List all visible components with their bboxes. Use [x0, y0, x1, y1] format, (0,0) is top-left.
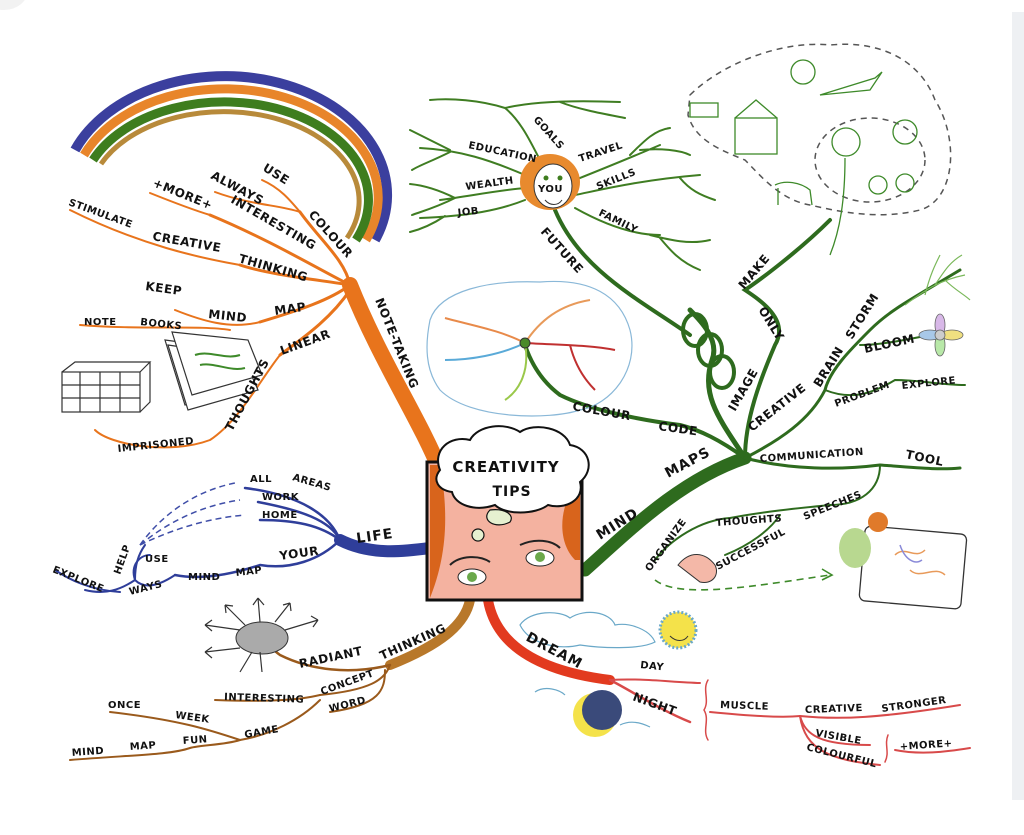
label-goals: GOALS — [531, 115, 566, 152]
branch-dream — [483, 595, 971, 766]
label-creative: CREATIVE — [151, 229, 222, 255]
label-fun: FUN — [182, 734, 208, 747]
presenter-illustration — [839, 512, 968, 610]
branch-note-taking — [69, 179, 448, 478]
branch-life — [54, 486, 436, 593]
label-bloom: BLOOM — [863, 331, 916, 355]
label-more: +MORE+ — [151, 176, 215, 213]
label-week: WEEK — [175, 710, 211, 726]
label-night: NIGHT — [631, 690, 679, 719]
label-map: MAP — [273, 300, 306, 318]
thought-cloud — [435, 425, 590, 514]
label-more: +MORE+ — [899, 738, 952, 753]
label-game: GAME — [244, 724, 280, 741]
label-explore: EXPLORE — [51, 565, 106, 596]
label-education: EDUCATION — [467, 140, 537, 165]
label-interesting: INTERESTING — [224, 692, 304, 706]
label-mind: MIND — [71, 746, 104, 759]
label-colour-code-1: COLOUR — [571, 399, 632, 423]
label-visible: VISIBLE — [814, 728, 862, 747]
label-day: DAY — [640, 660, 665, 673]
label-only: ONLY — [755, 304, 787, 343]
clapping-hands-illustration — [677, 554, 717, 584]
label-explore: EXPLORE — [901, 375, 956, 392]
label-keep: KEEP — [145, 279, 183, 298]
future-vision-drawings — [689, 59, 918, 256]
future-vision-illustration — [687, 43, 952, 216]
mind-maps-labels: MIND MAPS COLOUR CODE IMAGE ONLY MAKE CR… — [571, 251, 956, 573]
label-creative: CREATIVE — [745, 381, 808, 435]
label-use: USE — [145, 554, 169, 565]
label-colour-code-2: CODE — [658, 419, 699, 438]
label-storm: STORM — [843, 291, 882, 342]
label-all: ALL — [250, 474, 272, 485]
label-areas: AREAS — [291, 472, 332, 494]
flower-illustration — [918, 313, 964, 357]
label-thoughts: THOUGHTS — [715, 513, 782, 529]
cage-illustration — [61, 361, 152, 413]
label-word: WORD — [328, 695, 367, 715]
label-skills: SKILLS — [595, 167, 638, 193]
brain-mindmap-illustration — [426, 280, 633, 417]
label-communication: COMMUNICATION — [759, 447, 864, 465]
label-you: YOU — [537, 184, 563, 195]
branch-mind-maps — [523, 218, 966, 577]
day-clouds-illustration — [519, 611, 656, 649]
label-use: USE — [260, 161, 291, 188]
label-once: ONCE — [108, 700, 141, 711]
central-title-line1: CREATIVITY — [452, 458, 559, 476]
dashed-arrow — [654, 574, 831, 591]
label-map: MAP — [129, 740, 156, 753]
branch-future — [409, 98, 716, 337]
brain-arrows-illustration — [204, 597, 319, 673]
central-title-line2: TIPS — [492, 484, 531, 500]
label-imprisoned: IMPRISONED — [117, 436, 194, 455]
spring-coil-illustration — [681, 312, 736, 390]
label-home: HOME — [262, 510, 298, 521]
tree-branches-illustration — [904, 254, 971, 306]
notebook-illustration — [164, 331, 263, 411]
label-map: MAP — [235, 565, 263, 579]
label-colourful: COLOURFUL — [805, 742, 878, 770]
label-radiant: RADIANT — [298, 644, 364, 671]
label-work: WORK — [262, 492, 300, 503]
label-mind: MIND — [188, 572, 220, 583]
label-travel: TRAVEL — [578, 140, 625, 165]
life-dashed-arrows — [139, 482, 246, 546]
label-help: HELP — [112, 543, 133, 576]
corner-shape — [0, 0, 28, 10]
label-books: BOOKS — [140, 317, 183, 332]
branch-radiant-thinking — [69, 595, 475, 761]
label-note: NOTE — [84, 317, 117, 328]
label-linear: LINEAR — [278, 327, 332, 358]
dashed-arrow-head — [821, 568, 834, 581]
label-muscle: MUSCLE — [720, 700, 769, 713]
label-tool: TOOL — [904, 447, 945, 469]
label-your: YOUR — [277, 544, 319, 564]
you-face-illustration — [520, 154, 580, 210]
label-job: JOB — [456, 206, 479, 219]
label-life: LIFE — [355, 526, 394, 547]
central-image: CREATIVITY TIPS — [425, 425, 590, 602]
rainbow-illustration — [70, 71, 393, 243]
label-mind: MIND — [208, 307, 248, 325]
side-scroll-panel[interactable] — [1012, 12, 1024, 800]
label-concept: CONCEPT — [319, 668, 375, 698]
label-successful: SUCCESSFUL — [714, 527, 787, 573]
label-creative: CREATIVE — [805, 703, 863, 716]
moon-illustration — [534, 687, 651, 737]
sun-illustration — [658, 610, 698, 650]
